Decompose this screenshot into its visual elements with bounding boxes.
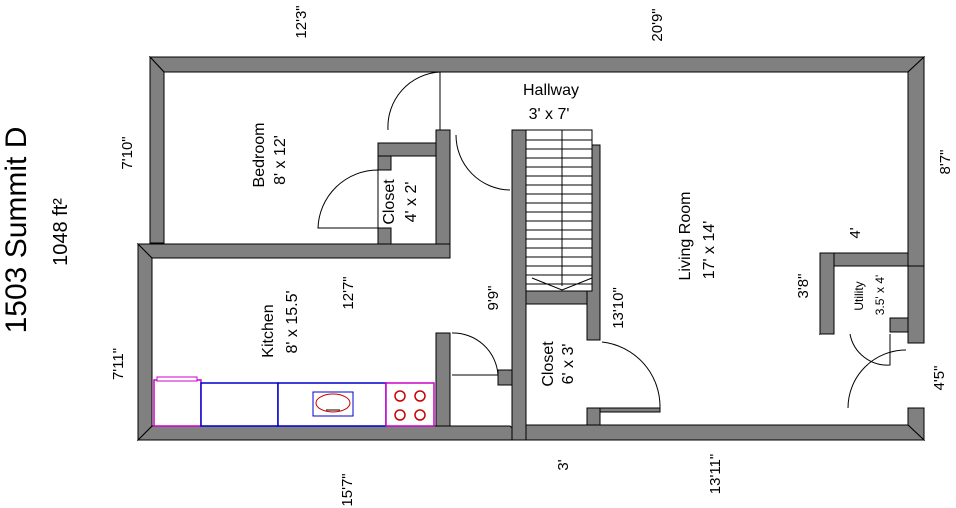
wall-bedroom-bottom	[136, 243, 451, 259]
bedroom-closet-size: 4' x 2'	[403, 182, 420, 223]
door-exterior	[847, 349, 907, 409]
dim-bottom-mid: 3'	[555, 459, 572, 470]
kitchen-fixtures	[153, 376, 435, 427]
wall-closet-low-stub	[599, 407, 661, 413]
doors	[317, 71, 907, 409]
refrigerator	[153, 379, 202, 427]
door-hall	[455, 134, 511, 191]
dim-top-right: 20'9"	[649, 8, 666, 41]
hallway-name: Hallway	[523, 82, 579, 99]
bedroom-name: Bedroom	[251, 123, 268, 188]
dim-right-lower: 4'5"	[931, 366, 948, 391]
wall-utility-left	[819, 252, 835, 335]
dim-right-upper: 8'7"	[937, 150, 954, 175]
utility-name: Utility	[852, 281, 866, 310]
kitchen-size: 8' x 15.5'	[284, 290, 301, 353]
wall-closet-right	[435, 129, 451, 245]
door-utility	[849, 333, 891, 366]
interior-walls	[136, 129, 925, 441]
wall-closet-top	[377, 142, 437, 157]
wall-kitchen-stub2	[497, 369, 513, 386]
hall-closet-name: Closet	[540, 341, 557, 387]
range	[385, 382, 435, 427]
address-title: 1503 Summit D	[0, 127, 33, 334]
wall-closet-low-right	[586, 407, 601, 426]
wall-bottom-left	[136, 425, 528, 441]
door-bedroom	[387, 71, 441, 131]
burner-2	[414, 390, 426, 402]
wall-right-upper	[907, 55, 925, 267]
door-kitchen	[451, 332, 499, 376]
area-label: 1048 ft²	[50, 198, 72, 266]
dim-left-lower: 7'11"	[110, 348, 127, 380]
bedroom-closet-name: Closet	[381, 179, 398, 225]
wall-closet-left-low	[377, 227, 392, 245]
dim-bottom-left: 15'7"	[339, 473, 356, 506]
bedroom-size: 8' x 12'	[272, 135, 289, 185]
hall-closet-size: 6' x 3'	[560, 344, 577, 385]
wall-left-upper	[149, 55, 165, 244]
dim-left-upper: 7'10"	[119, 136, 136, 169]
dim-closet-wall: 13'10"	[610, 287, 627, 329]
counter-1	[200, 382, 279, 427]
burner-1	[394, 390, 406, 402]
wall-bottom-right	[511, 424, 926, 441]
wall-utility-right	[907, 265, 925, 344]
door-closet-bedroom	[317, 169, 379, 229]
wall-utility-inner	[889, 317, 909, 333]
living-room-name: Living Room	[677, 192, 694, 281]
dim-utility-top: 4'	[847, 227, 864, 238]
burner-4	[414, 409, 426, 421]
wall-stair-left	[511, 129, 527, 441]
stairs	[525, 129, 593, 292]
exterior-walls	[136, 55, 926, 442]
dim-top-left: 12'3"	[293, 5, 310, 38]
living-room-size: 17' x 14'	[701, 221, 718, 280]
door-closet-hall	[601, 341, 661, 409]
utility-size: 3.5' x 4'	[873, 275, 887, 316]
hallway-size: 3' x 7'	[529, 106, 570, 123]
burner-3	[394, 409, 406, 421]
dim-stair-length: 9'9"	[485, 286, 502, 311]
dim-kitchen-width: 12'7"	[340, 276, 357, 309]
wall-closet-left	[377, 155, 392, 171]
dim-utility-side: 3'8"	[795, 274, 812, 299]
wall-top	[148, 56, 926, 73]
wall-left-lower	[137, 242, 153, 442]
wall-kitchen-stub	[435, 332, 451, 427]
sink-bowl	[315, 393, 351, 413]
kitchen-name: Kitchen	[260, 304, 277, 357]
dim-bottom-right: 13'11"	[707, 454, 724, 494]
